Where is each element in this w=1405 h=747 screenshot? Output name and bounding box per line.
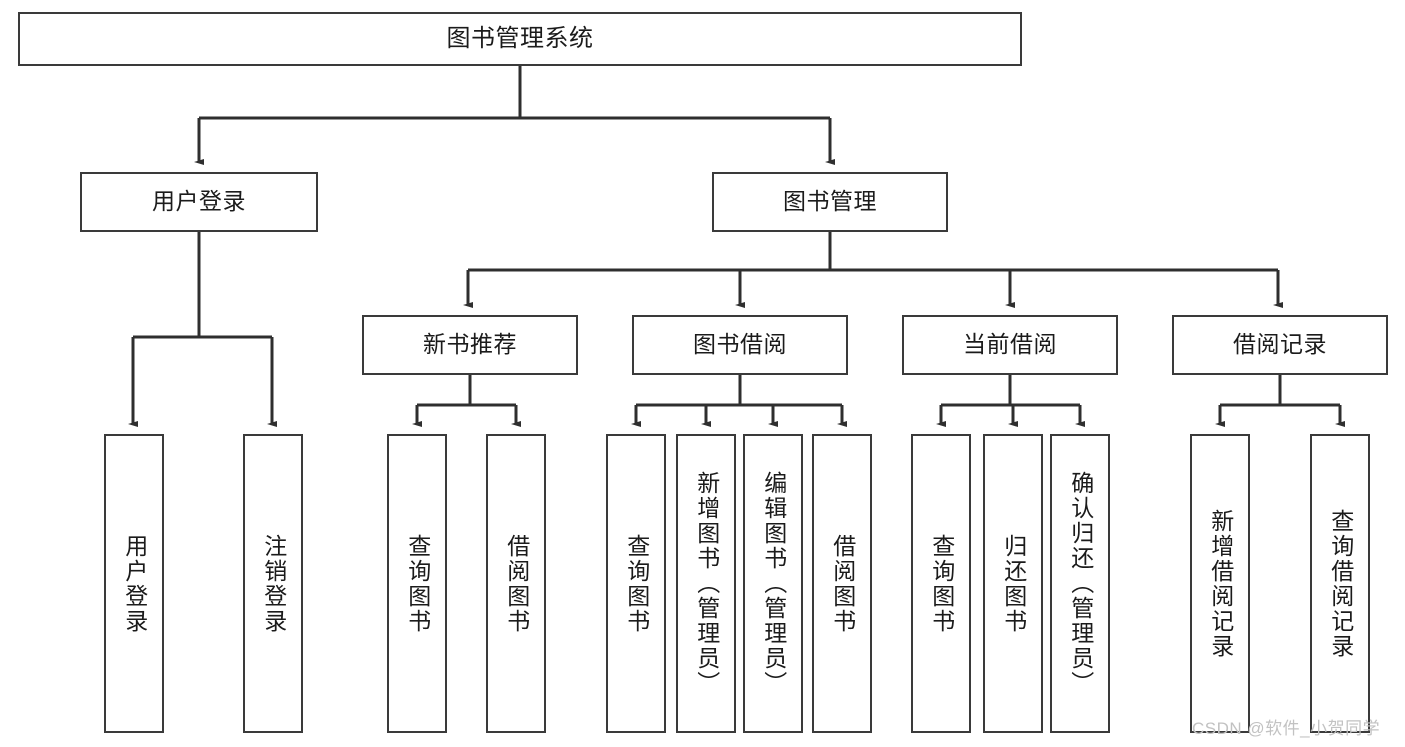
node-root-label: 图书管理系统 <box>446 24 594 52</box>
node-leaf-query-book-3[interactable]: 查询图书 <box>911 434 971 733</box>
node-leaf-borrow-book-1[interactable]: 借阅图书 <box>486 434 546 733</box>
node-leaf-edit-book[interactable]: 编辑图书（管理员） <box>743 434 803 733</box>
node-root[interactable]: 图书管理系统 <box>18 12 1022 66</box>
node-leaf-borrow-book-2-label: 借阅图书 <box>829 533 856 634</box>
node-leaf-query-record[interactable]: 查询借阅记录 <box>1310 434 1370 733</box>
node-book-manage-label: 图书管理 <box>783 188 877 215</box>
node-borrow-record[interactable]: 借阅记录 <box>1172 315 1388 375</box>
node-leaf-add-book[interactable]: 新增图书（管理员） <box>676 434 736 733</box>
node-leaf-user-logout-label: 注销登录 <box>260 533 287 634</box>
node-leaf-query-book-2[interactable]: 查询图书 <box>606 434 666 733</box>
node-leaf-return-book-label: 归还图书 <box>1000 533 1027 634</box>
node-borrow-record-label: 借阅记录 <box>1233 331 1327 358</box>
node-leaf-add-book-label: 新增图书（管理员） <box>693 471 720 696</box>
node-leaf-query-book-1-label: 查询图书 <box>404 533 431 634</box>
node-leaf-add-record-label: 新增借阅记录 <box>1207 508 1234 659</box>
node-user-login[interactable]: 用户登录 <box>80 172 318 232</box>
node-new-book-rec[interactable]: 新书推荐 <box>362 315 578 375</box>
csdn-watermark: CSDN @软件_小贺同学 <box>1192 719 1381 738</box>
node-leaf-add-record[interactable]: 新增借阅记录 <box>1190 434 1250 733</box>
node-leaf-user-logout[interactable]: 注销登录 <box>243 434 303 733</box>
node-book-manage[interactable]: 图书管理 <box>712 172 948 232</box>
node-book-borrow-label: 图书借阅 <box>693 331 787 358</box>
node-current-borrow[interactable]: 当前借阅 <box>902 315 1118 375</box>
node-leaf-borrow-book-2[interactable]: 借阅图书 <box>812 434 872 733</box>
node-leaf-borrow-book-1-label: 借阅图书 <box>503 533 530 634</box>
node-new-book-rec-label: 新书推荐 <box>423 331 517 358</box>
node-leaf-query-book-1[interactable]: 查询图书 <box>387 434 447 733</box>
node-book-borrow[interactable]: 图书借阅 <box>632 315 848 375</box>
node-leaf-return-book[interactable]: 归还图书 <box>983 434 1043 733</box>
node-leaf-confirm-return[interactable]: 确认归还（管理员） <box>1050 434 1110 733</box>
node-leaf-user-login-label: 用户登录 <box>121 533 148 634</box>
node-leaf-query-book-3-label: 查询图书 <box>928 533 955 634</box>
node-user-login-label: 用户登录 <box>152 188 246 215</box>
node-leaf-edit-book-label: 编辑图书（管理员） <box>760 471 787 696</box>
node-current-borrow-label: 当前借阅 <box>963 331 1057 358</box>
node-leaf-query-record-label: 查询借阅记录 <box>1327 508 1354 659</box>
node-leaf-query-book-2-label: 查询图书 <box>623 533 650 634</box>
node-leaf-confirm-return-label: 确认归还（管理员） <box>1067 471 1094 696</box>
node-leaf-user-login[interactable]: 用户登录 <box>104 434 164 733</box>
